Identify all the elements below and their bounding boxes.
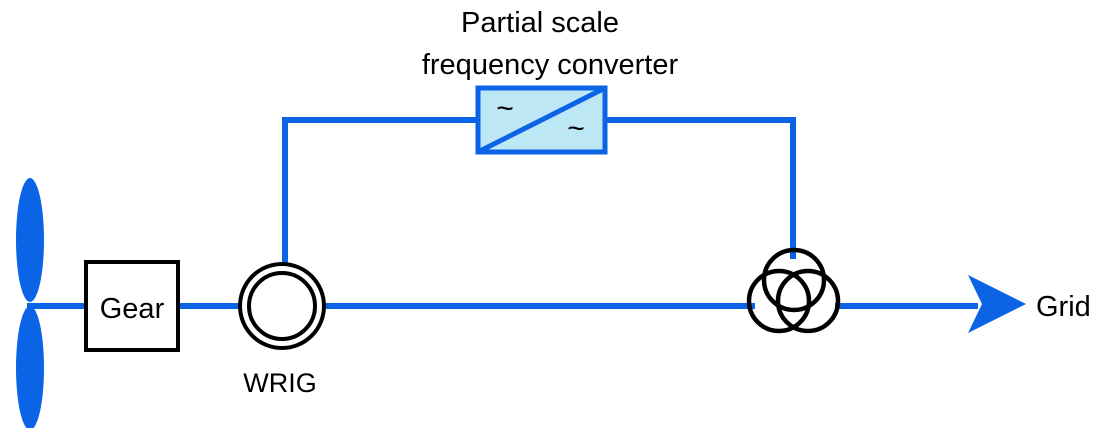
gearbox-icon: Gear [84,260,180,352]
transformer-top-winding [761,247,827,313]
generator-outer-ring [238,262,326,350]
transformer-left-winding [746,268,812,334]
grid-label: Grid [1036,291,1091,323]
converter-to-transformer-line [602,117,796,259]
generator-label: WRIG [243,368,317,398]
converter-ac-input-symbol: ~ [496,92,514,125]
arrow-right-icon [968,275,1026,333]
gear-label: Gear [100,293,165,325]
ac-ac-converter-icon: ~ ~ [475,85,608,155]
converter-diagonal [476,85,607,155]
transformer-right-winding [775,268,841,334]
gear-box [84,260,180,352]
converter-ac-output-symbol: ~ [567,112,585,145]
three-winding-transformer-icon [746,247,841,334]
turbine-blades-icon [16,178,44,428]
rotor-to-converter-line [282,117,481,265]
converter-title-line1: Partial scale [461,7,619,39]
generator-inner-ring [247,271,317,341]
connection-lines [27,117,978,309]
wound-rotor-generator-icon: WRIG [238,262,326,398]
converter-title-line2: frequency converter [422,49,679,81]
lower-blade [16,306,44,428]
upper-blade [16,178,44,302]
